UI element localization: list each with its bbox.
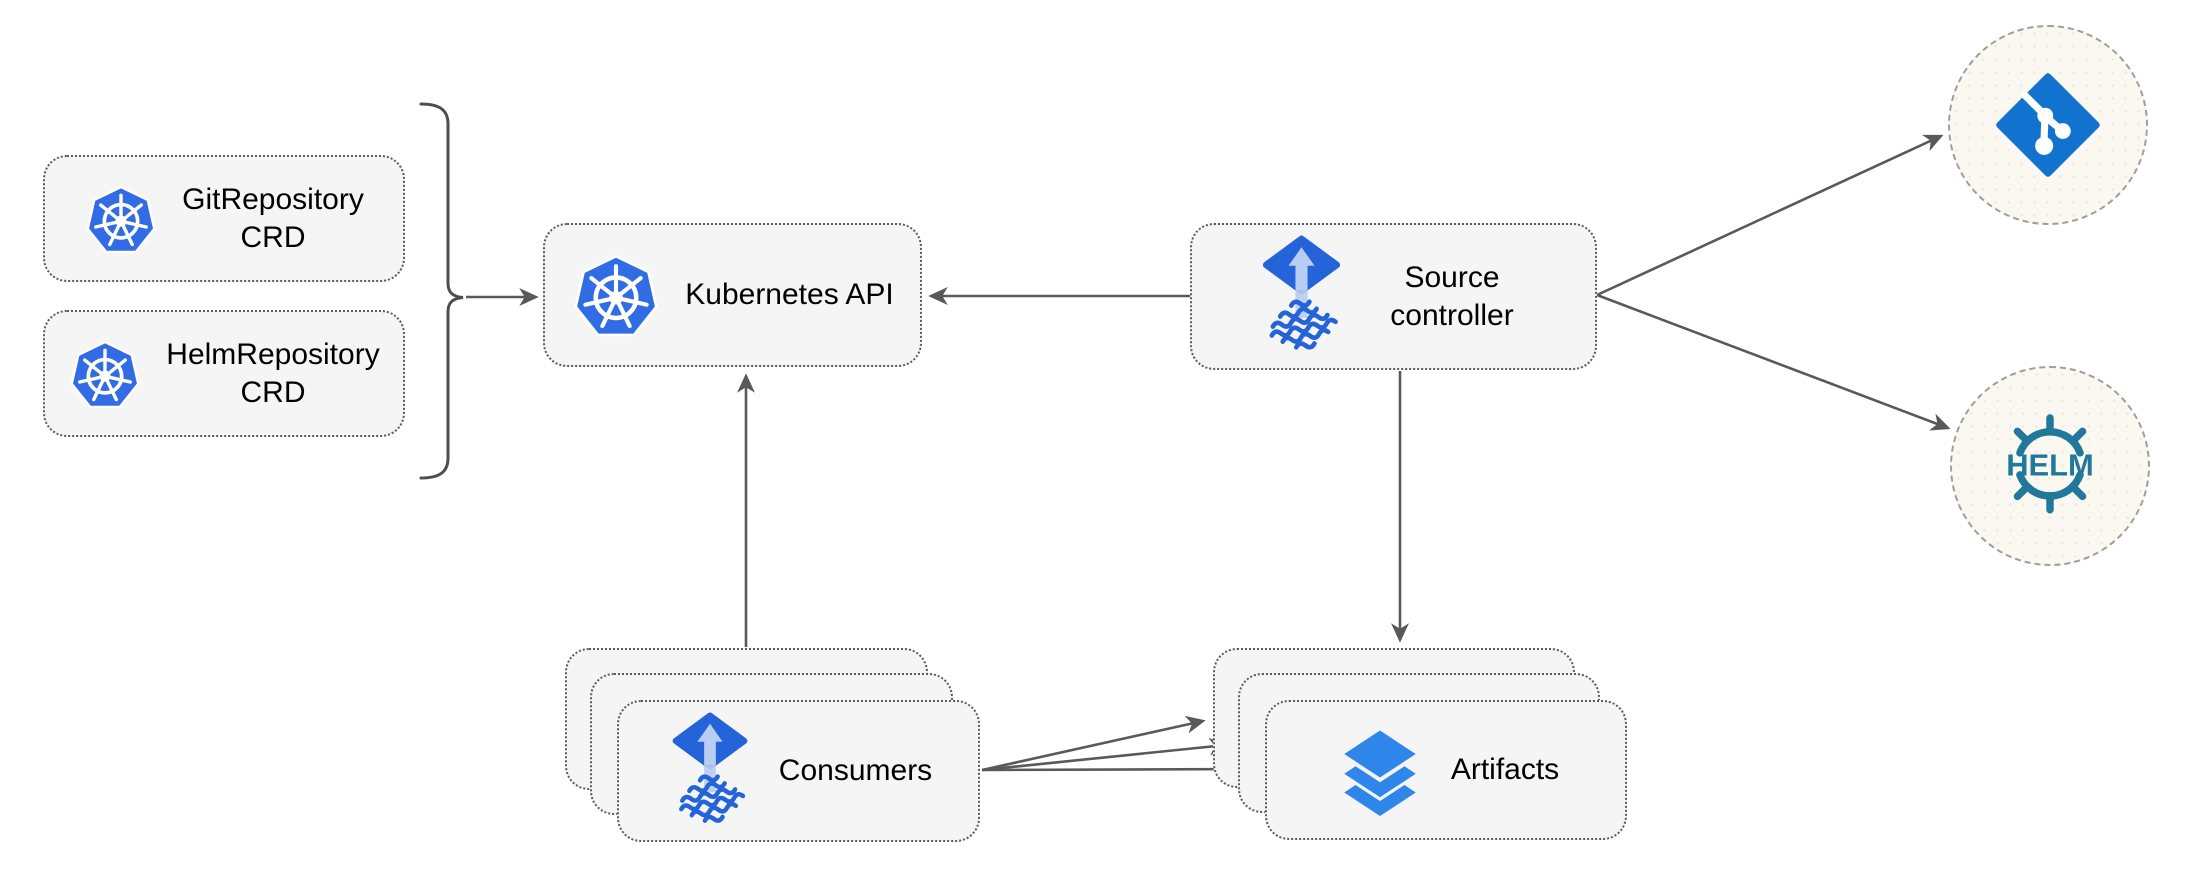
edge-source-controller-to-helm-remote: [1596, 293, 1951, 431]
node-label: Kubernetes API: [685, 276, 893, 314]
label-line: Source: [1404, 261, 1500, 294]
node-label: Consumers: [779, 752, 932, 790]
helm-icon: HELM: [2006, 414, 2094, 514]
label-line: Kubernetes API: [685, 278, 894, 312]
edge-consumers-to-artifacts-middle: [981, 737, 1229, 772]
node-helm-repository-crd: HelmRepository CRD: [43, 310, 405, 437]
edge-consumers-to-artifacts-front: [981, 760, 1253, 779]
node-helm-remote: HELM: [1950, 366, 2150, 566]
layers-icon: [1344, 730, 1416, 817]
kubernetes-icon: [574, 254, 658, 337]
label-line: CRD: [240, 220, 306, 254]
edge-consumers-to-artifacts-back: [981, 715, 1206, 772]
node-source-controller: Source controller: [1190, 223, 1597, 370]
bracket-crds-group: [419, 102, 464, 480]
kubernetes-icon: [71, 340, 140, 408]
node-consumers: Consumers: [617, 700, 980, 842]
git-icon: [1996, 73, 2100, 177]
label-line: GitRepository: [182, 183, 364, 216]
node-kubernetes-api: Kubernetes API: [543, 223, 922, 367]
node-label: Source controller: [1372, 259, 1532, 334]
node-artifacts: Artifacts: [1265, 700, 1627, 840]
edge-source-controller-to-git-remote: [1596, 134, 1944, 297]
label-line: Consumers: [778, 754, 933, 788]
kubernetes-icon: [86, 185, 156, 253]
flux-icon: [1262, 235, 1341, 350]
label-line: CRD: [240, 375, 306, 409]
node-git-remote: [1948, 25, 2148, 225]
label-line: Artifacts: [1450, 753, 1560, 787]
helm-logo-text: HELM: [2006, 448, 2094, 483]
flux-icon: [672, 712, 748, 823]
node-label: GitRepository CRD: [182, 181, 364, 256]
node-label: HelmRepository CRD: [166, 336, 379, 411]
label-line: controller: [1390, 298, 1514, 332]
node-label: Artifacts: [1451, 751, 1559, 789]
label-line: HelmRepository: [166, 338, 380, 371]
node-git-repository-crd: GitRepository CRD: [43, 155, 405, 282]
